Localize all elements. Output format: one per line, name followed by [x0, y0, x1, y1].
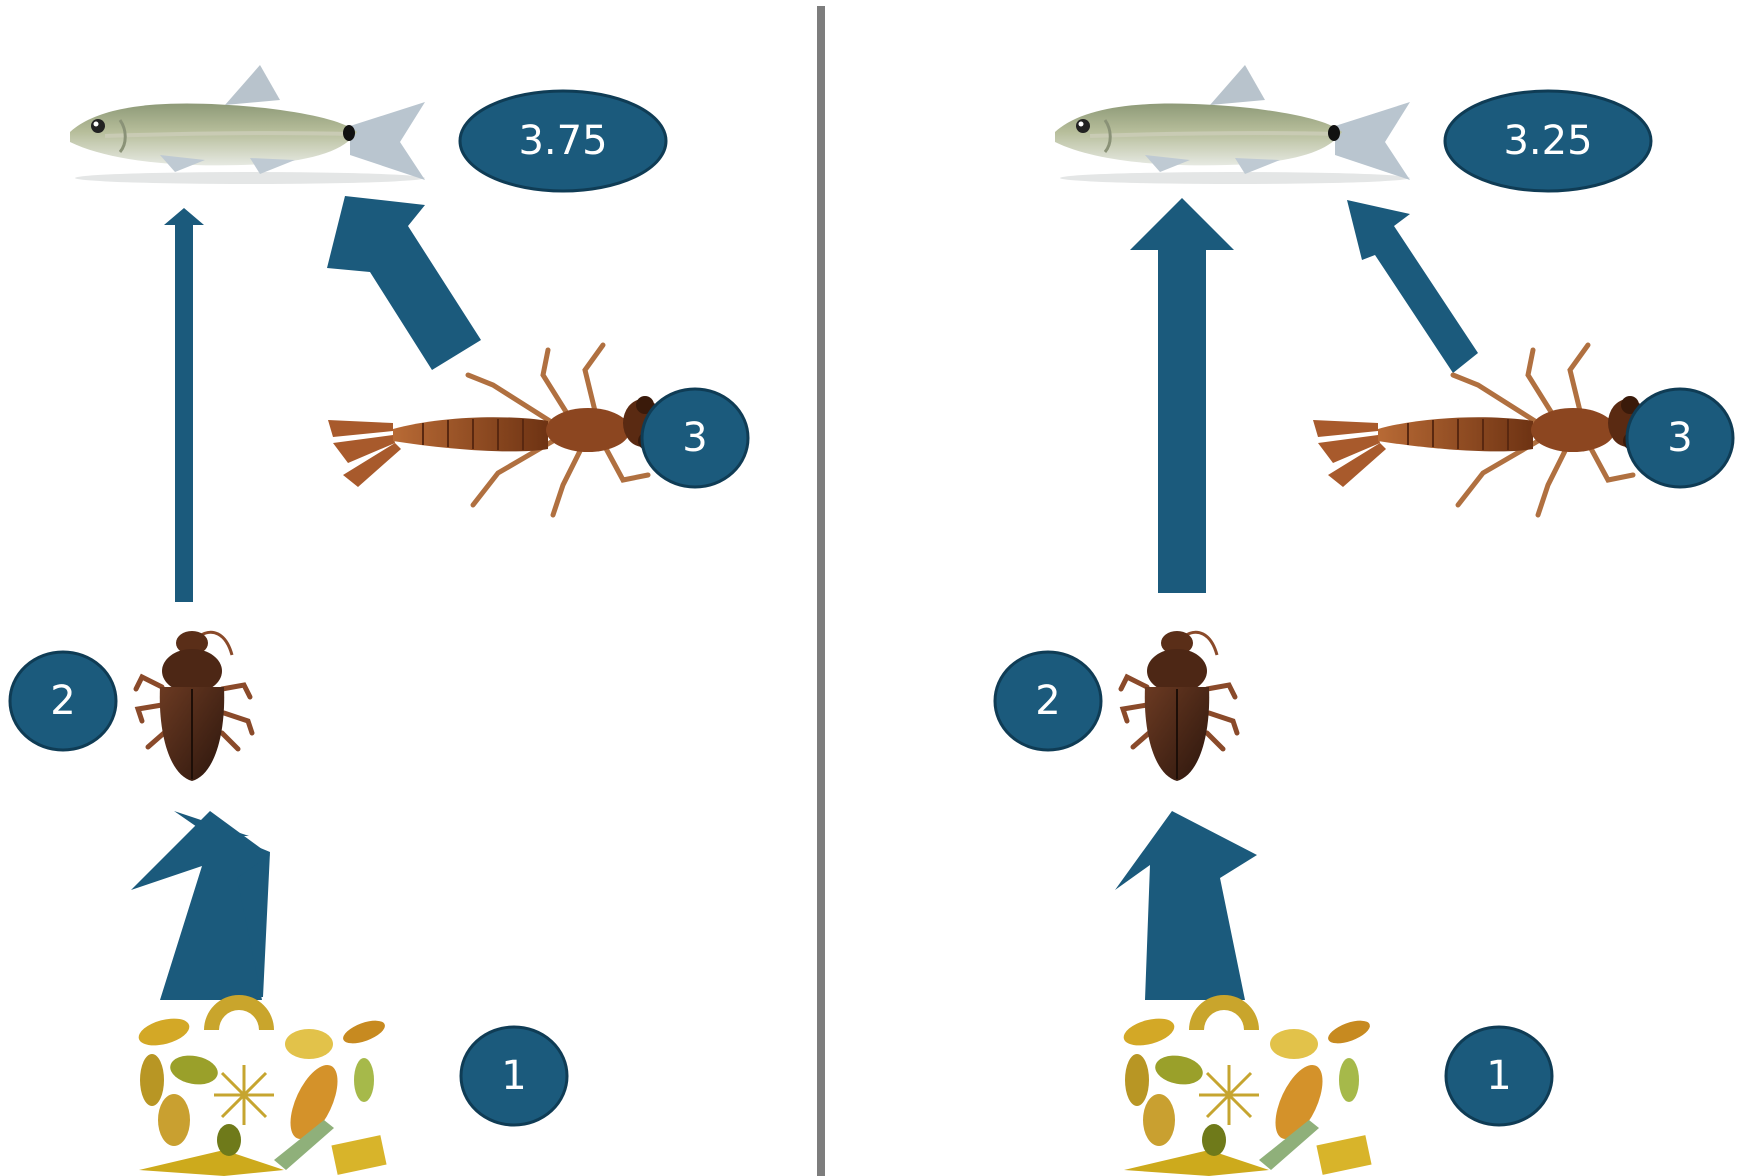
beetle-icon	[1121, 631, 1237, 781]
damselfly-nymph-icon	[1313, 345, 1680, 515]
trophic-position-value: 3.75	[518, 118, 607, 164]
level-badge-beetle: 2	[10, 652, 116, 750]
level-badge-beetle: 2	[995, 652, 1101, 750]
panel-divider	[817, 6, 825, 1176]
beetle-icon	[136, 631, 252, 781]
arrow-nymph-to-fish	[327, 196, 481, 370]
arrow-beetle-to-fish	[164, 208, 204, 602]
level-badge-producer: 1	[1446, 1027, 1552, 1125]
arrow-beetle-to-fish	[1130, 198, 1234, 593]
level-badge-nymph: 3	[642, 389, 748, 487]
level-label-beetle: 2	[50, 678, 75, 724]
minnow-fish-icon	[70, 65, 425, 184]
level-badge-producer: 1	[461, 1027, 567, 1125]
arrow-nymph-to-fish	[1347, 200, 1478, 373]
damselfly-nymph-icon	[328, 345, 695, 515]
panel-right: 3.25 3 2 1	[995, 65, 1733, 1176]
trophic-position-badge: 3.25	[1445, 91, 1651, 191]
algae-diatom-icon	[1119, 995, 1373, 1176]
level-label-producer: 1	[1486, 1053, 1511, 1099]
algae-diatom-icon	[134, 995, 388, 1176]
level-badge-nymph: 3	[1627, 389, 1733, 487]
level-label-beetle: 2	[1035, 678, 1060, 724]
level-label-nymph: 3	[1667, 415, 1692, 461]
arrow-producer-to-beetle	[1115, 811, 1257, 1000]
panel-left: 3.75 3 2 1	[10, 65, 748, 1176]
level-label-nymph: 3	[682, 415, 707, 461]
trophic-position-value: 3.25	[1503, 118, 1592, 164]
minnow-fish-icon	[1055, 65, 1410, 184]
trophic-position-badge: 3.75	[460, 91, 666, 191]
level-label-producer: 1	[501, 1053, 526, 1099]
